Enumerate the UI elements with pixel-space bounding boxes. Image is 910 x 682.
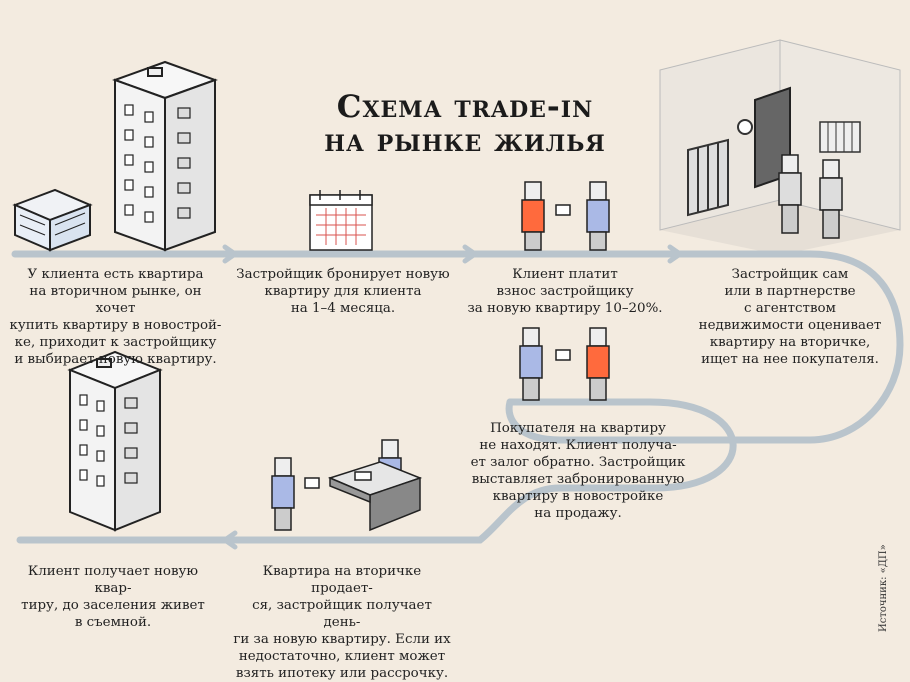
step-5-text: Покупателя на квартиру не находят. Клиен… (470, 421, 686, 521)
office-desk-icon (271, 439, 423, 532)
people-in-apartment-icon (778, 154, 843, 239)
trade-in-scheme-illustration (11, 39, 904, 550)
people-returning-deposit-icon (519, 327, 610, 401)
source-caption: Источник: «ДП» (878, 544, 889, 632)
title-line-1: Схема trade-in (336, 89, 594, 125)
tall-residential-building-icon (112, 60, 218, 252)
step-2-text: Застройщик бронирует новую квартиру для … (236, 267, 450, 316)
diagram-title: Схема trade-in на рынке жилья (300, 90, 630, 158)
title-line-2: на рынке жилья (324, 123, 606, 159)
step-1-text: У клиента есть квартира на вторичном рын… (9, 267, 222, 367)
step-4-text: Застройщик сам или в партнерстве с агент… (698, 267, 882, 367)
small-office-building-icon (12, 188, 93, 252)
step-3-text: Клиент платит взнос застройщику за новую… (467, 267, 663, 316)
calendar-icon (309, 190, 373, 251)
people-exchanging-money-icon (521, 181, 610, 251)
apartment-interior-icon (659, 39, 901, 255)
step-7-text: Клиент получает новую квар- тиру, до зас… (21, 564, 205, 630)
process-path (11, 244, 904, 550)
new-apartment-building-icon (67, 350, 163, 532)
step-6-text: Квартира на вторичке продает- ся, застро… (233, 564, 451, 681)
